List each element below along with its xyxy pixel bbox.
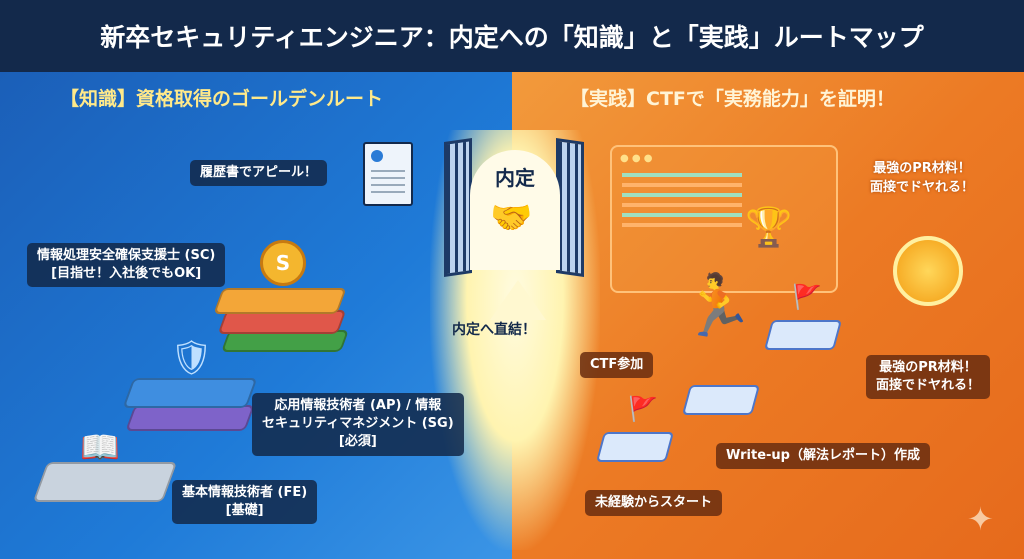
- flag-icon-2: 🚩: [792, 283, 822, 311]
- book-gray: [32, 462, 178, 502]
- trophy-flag-icon: 🏆: [745, 205, 793, 249]
- ap-name: 応用情報技術者 (AP) / 情報: [274, 398, 442, 413]
- open-book-icon: 📖: [80, 428, 120, 466]
- book-blue: [122, 378, 258, 408]
- step-platform-1: [595, 432, 675, 462]
- sg-name: セキュリティマネジメント (SG): [262, 416, 454, 432]
- direct-offer-label: 内定へ直結！: [452, 322, 536, 338]
- fe-label: 基本情報技術者 (FE) [基礎]: [172, 480, 318, 525]
- medal-icon: [893, 236, 963, 306]
- pr-box-line2: 面接でドヤれる！: [876, 378, 981, 394]
- writeup-label: Write-up（解法レポート）作成: [716, 443, 930, 470]
- shield-icon: 🛡: [170, 338, 214, 378]
- sc-name: 情報処理安全確保支援士 (SC): [37, 248, 216, 263]
- resume-label: 履歴書でアピール！: [190, 160, 328, 187]
- sparkle-icon: ✦: [967, 500, 994, 538]
- code-window-icon: ● ● ●: [610, 145, 838, 293]
- knowledge-heading: 【知識】資格取得のゴールデンルート: [60, 88, 384, 110]
- step-platform-3: [763, 320, 843, 350]
- book-orange: [213, 288, 347, 314]
- resume-icon: [363, 142, 413, 206]
- right-door: [556, 138, 584, 277]
- person-icon: 🏃: [680, 271, 755, 341]
- page-title: 新卒セキュリティエンジニア：内定への「知識」と「実践」ルートマップ: [0, 0, 1024, 72]
- start-label: 未経験からスタート: [585, 490, 723, 517]
- gate-label: 内定: [495, 166, 535, 190]
- pr-top-text: 最強のPR材料！ 面接でドヤれる！: [870, 160, 974, 198]
- sc-note: [目指せ！入社後でもOK]: [51, 266, 202, 282]
- ap-note: [必須]: [338, 434, 377, 450]
- flag-icon: 🚩: [628, 395, 658, 423]
- pr-box: 最強のPR材料！ 面接でドヤれる！: [866, 355, 991, 400]
- left-door: [444, 138, 472, 277]
- up-arrow-icon: [490, 280, 546, 320]
- pr-line1: 最強のPR材料！: [873, 161, 971, 176]
- fe-note: [基礎]: [225, 503, 264, 519]
- sc-label: 情報処理安全確保支援士 (SC) [目指せ！入社後でもOK]: [27, 243, 226, 288]
- pr-line2: 面接でドヤれる！: [870, 179, 975, 195]
- sc-badge-icon: S: [260, 240, 306, 286]
- step-platform-2: [681, 385, 761, 415]
- ctf-label: CTF参加: [580, 352, 654, 379]
- handshake-icon: 🤝: [490, 198, 533, 238]
- pr-box-line1: 最強のPR材料！: [879, 360, 977, 375]
- gate-opening: [470, 150, 560, 270]
- ap-sg-label: 応用情報技術者 (AP) / 情報 セキュリティマネジメント (SG) [必須]: [252, 393, 464, 456]
- practice-heading: 【実践】CTFで「実務能力」を証明！: [570, 88, 895, 110]
- book-purple: [125, 405, 255, 431]
- fe-name: 基本情報技術者 (FE): [182, 485, 308, 500]
